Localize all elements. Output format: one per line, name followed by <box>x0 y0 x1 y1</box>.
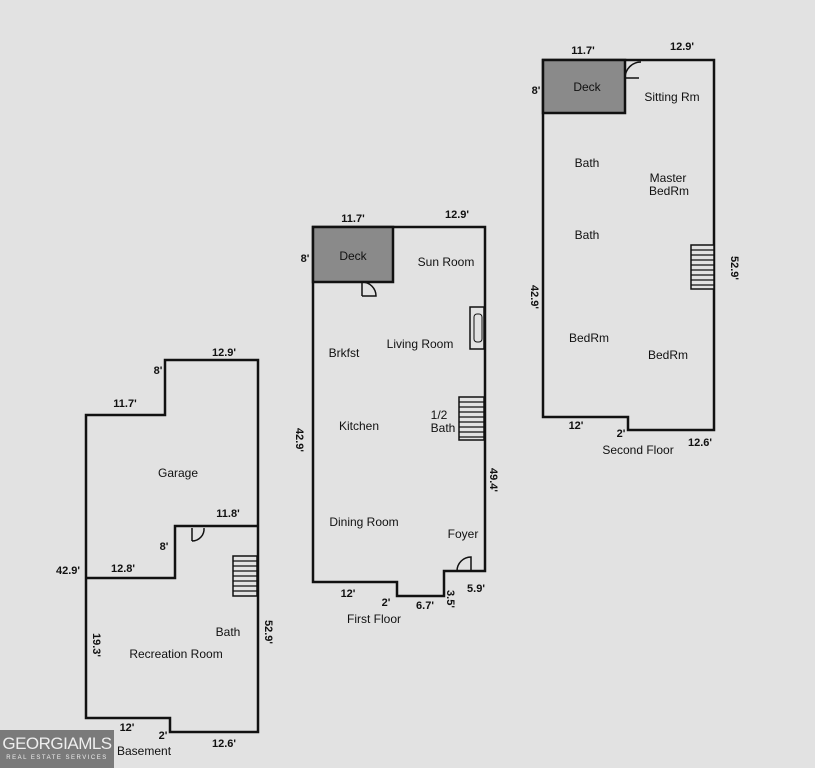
stairs-icon <box>458 396 485 441</box>
dim-label: 12' <box>569 420 584 432</box>
room-label-master: BedRm <box>649 184 689 198</box>
basement-inner-wall <box>86 524 258 580</box>
dim-label: 49.4' <box>487 468 499 492</box>
fireplace-icon <box>469 306 485 350</box>
room-label-brkfst: Brkfst <box>329 346 360 360</box>
room-label-half-bath: 1/2 <box>431 408 448 422</box>
deck <box>311 225 395 284</box>
room-label-deck: Deck <box>339 249 367 263</box>
basement-outline <box>84 358 260 734</box>
dim-label: 5.9' <box>467 583 485 595</box>
dim-label: 12.9' <box>445 209 469 221</box>
room-label-dining-room: Dining Room <box>329 515 398 529</box>
room-label-living-room: Living Room <box>387 337 454 351</box>
door-icon <box>191 527 205 542</box>
door-icon <box>624 61 642 79</box>
door-icon <box>456 556 472 572</box>
dim-label: 42.9' <box>293 428 305 452</box>
room-label-sitting-room: Sitting Rm <box>644 90 699 104</box>
dim-label: 6.7' <box>416 600 434 612</box>
dim-label: 12.9' <box>670 41 694 53</box>
door-icon <box>361 281 377 297</box>
room-label-bedroom: BedRm <box>648 348 688 362</box>
floor-label-basement: Basement <box>117 744 172 758</box>
room-label-master: Master <box>650 171 687 185</box>
dim-label: 8' <box>532 85 541 97</box>
dim-label: 12.9' <box>212 347 236 359</box>
room-label-kitchen: Kitchen <box>339 419 379 433</box>
dim-label: 11.7' <box>341 213 365 225</box>
logo-text: GEORGIAMLS <box>2 734 112 753</box>
floor-label-first: First Floor <box>347 612 401 626</box>
room-label-recreation: Recreation Room <box>129 647 222 661</box>
dim-label: 12.6' <box>212 738 236 750</box>
dim-label: 52.9' <box>262 620 274 644</box>
dim-label: 2' <box>617 428 626 440</box>
room-label-sun-room: Sun Room <box>418 255 475 269</box>
dim-label: 11.7' <box>113 398 137 410</box>
dim-label: 11.7' <box>571 45 595 57</box>
logo-subtext: REAL ESTATE SERVICES <box>6 755 108 761</box>
room-label-half-bath: Bath <box>431 421 456 435</box>
room-label-deck: Deck <box>573 80 601 94</box>
floor-label-second: Second Floor <box>602 443 673 457</box>
second-floor-plan: 11.7' 12.9' 8' Deck Sitting Rm Bath Mast… <box>528 41 740 457</box>
dim-label: 12.6' <box>688 437 712 449</box>
dim-label: 42.9' <box>528 285 540 309</box>
second-floor-outline <box>541 58 716 432</box>
dim-label: 8' <box>154 365 163 377</box>
dim-label: 12' <box>120 722 135 734</box>
dim-label: 52.9' <box>728 256 740 280</box>
dim-label: 2' <box>382 597 391 609</box>
dim-label: 8' <box>301 253 310 265</box>
dim-label: 12' <box>341 588 356 600</box>
dim-label: 2' <box>159 730 168 742</box>
dim-label: 11.8' <box>216 508 240 520</box>
deck <box>541 58 627 115</box>
room-label-foyer: Foyer <box>448 527 479 541</box>
room-label-garage: Garage <box>158 466 198 480</box>
room-label-bath: Bath <box>216 625 241 639</box>
dim-label: 8' <box>160 541 169 553</box>
room-label-bath: Bath <box>575 228 600 242</box>
room-label-bath: Bath <box>575 156 600 170</box>
dim-label: 12.8' <box>111 563 135 575</box>
georgia-mls-logo: GEORGIAMLS REAL ESTATE SERVICES <box>0 730 114 768</box>
stairs-icon <box>690 244 715 290</box>
dim-label: 3.5' <box>444 590 456 608</box>
basement-plan: 12.9' 8' 11.7' Garage 11.8' 8' 42.9' 12.… <box>56 347 274 758</box>
first-floor-plan: 11.7' 12.9' 8' Deck Sun Room Brkfst Livi… <box>293 209 499 626</box>
stairs-icon <box>232 555 258 597</box>
dim-label: 42.9' <box>56 565 80 577</box>
dim-label: 19.3' <box>90 633 102 657</box>
first-floor-outline <box>311 225 487 598</box>
room-label-bedroom: BedRm <box>569 331 609 345</box>
